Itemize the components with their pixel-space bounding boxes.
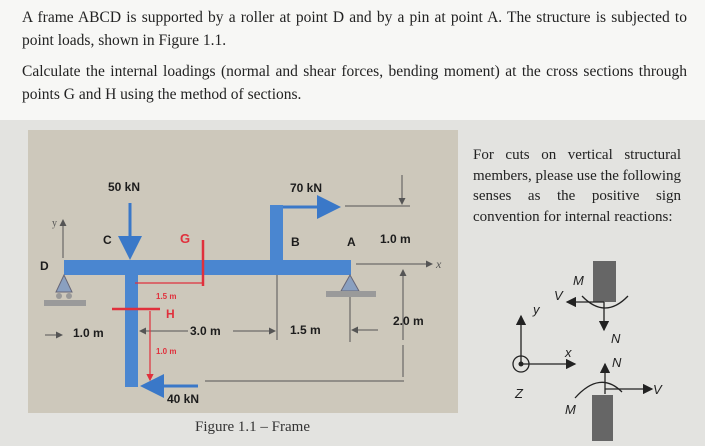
- label-50kn: 50 kN: [108, 180, 140, 194]
- label-v-bottom: V: [653, 382, 663, 397]
- pin-support-a: [326, 273, 376, 297]
- section-cuts: [112, 240, 205, 311]
- label-a: A: [347, 235, 356, 249]
- label-x: x: [564, 345, 572, 360]
- dim-h-offset: 1.0 m: [156, 347, 176, 356]
- sign-convention-diagram: M V N N V M x y Z: [512, 261, 663, 441]
- horizontal-beam: [64, 260, 351, 275]
- x-axis-label: x: [435, 257, 442, 271]
- label-40kn: 40 kN: [167, 392, 199, 406]
- label-d: D: [40, 259, 49, 273]
- post-b: [270, 205, 283, 262]
- label-v-top: V: [554, 288, 564, 303]
- label-70kn: 70 kN: [290, 181, 322, 195]
- post-b-arm: [270, 205, 282, 210]
- label-g: G: [180, 231, 190, 246]
- label-b: B: [291, 235, 300, 249]
- dim-middle: 3.0 m: [190, 324, 221, 338]
- frame-members: [64, 205, 351, 387]
- sign-convention-text: For cuts on vertical structural members,…: [473, 147, 681, 225]
- task-statement: Calculate the internal loadings (normal …: [22, 63, 687, 103]
- label-z: Z: [514, 386, 524, 401]
- m-bottom-arc: [574, 381, 623, 399]
- label-m-bottom: M: [565, 402, 576, 417]
- dim-left: 1.0 m: [73, 326, 104, 340]
- label-n-top: N: [611, 331, 621, 346]
- dimension-lines: [45, 175, 433, 382]
- roller-support-d: [44, 273, 86, 306]
- figure-caption: Figure 1.1 – Frame: [195, 419, 310, 435]
- dim-right: 1.5 m: [290, 323, 321, 337]
- upper-member-block: [593, 261, 616, 302]
- dim-column-height: 2.0 m: [393, 314, 424, 328]
- y-axis-label: y: [52, 218, 57, 229]
- label-m-top: M: [573, 273, 584, 288]
- lower-member-block: [592, 395, 613, 441]
- label-y: y: [532, 302, 541, 317]
- dim-g-offset: 1.5 m: [156, 292, 176, 301]
- problem-statement: A frame ABCD is supported by a roller at…: [22, 9, 687, 49]
- label-h: H: [166, 307, 175, 321]
- label-n-bottom: N: [612, 355, 622, 370]
- dim-top-height: 1.0 m: [380, 232, 411, 246]
- m-top-arc: [581, 295, 629, 309]
- label-c: C: [103, 233, 112, 247]
- vertical-column: [125, 260, 138, 387]
- red-dimensions: [135, 282, 203, 382]
